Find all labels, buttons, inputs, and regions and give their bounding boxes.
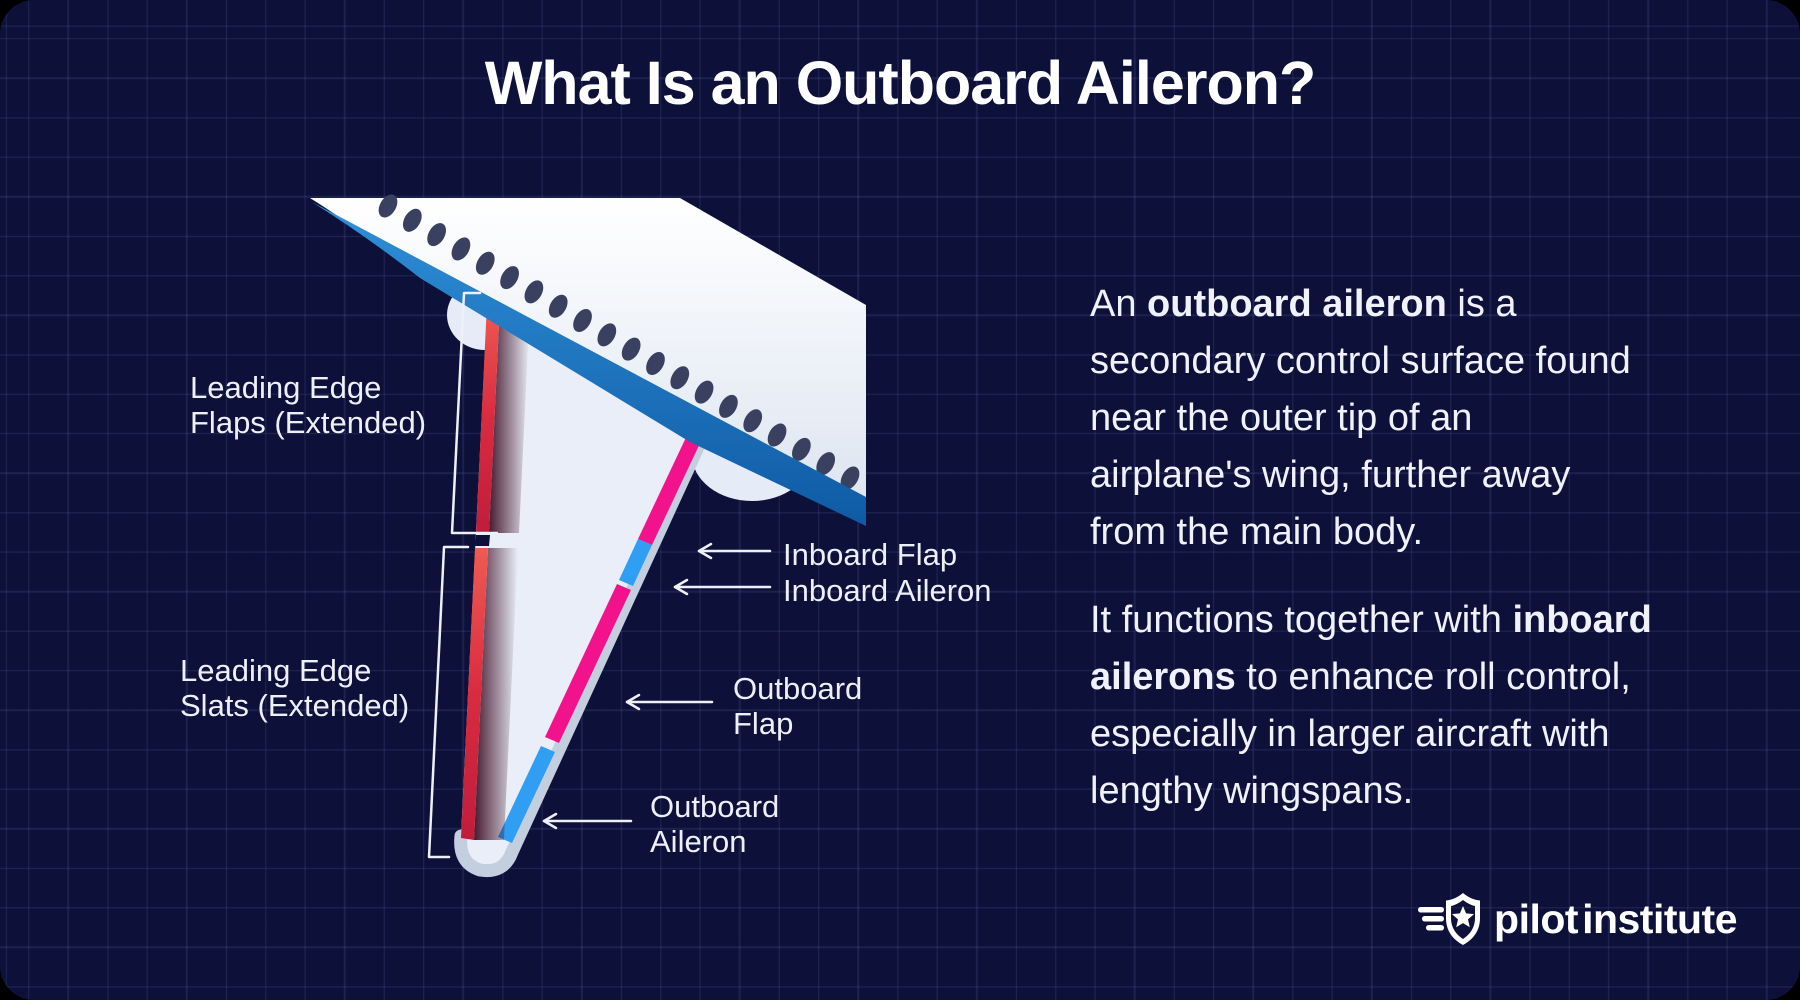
fuselage-windows xyxy=(378,194,860,490)
page-title: What Is an Outboard Aileron? xyxy=(484,49,1317,117)
brand-word-pilot: pilot xyxy=(1494,895,1579,942)
label-line: Outboard xyxy=(733,671,863,706)
cabin-window xyxy=(500,266,519,290)
cabin-window xyxy=(573,309,592,333)
cabin-window xyxy=(378,194,398,218)
outboard-aileron-surface xyxy=(498,746,555,843)
cabin-window xyxy=(743,409,763,433)
arrow-inboard-flap-head xyxy=(697,542,713,560)
label-inboard-aileron: Inboard Aileron xyxy=(783,573,992,608)
p2-pre: It functions together with xyxy=(1090,599,1513,641)
label-line: Flap xyxy=(733,706,794,741)
arrow-inboard-aileron-head xyxy=(673,578,689,596)
paragraph-definition: An outboard aileron is a secondary contr… xyxy=(1090,276,1638,561)
annotation-lines xyxy=(427,291,772,859)
bracket-leading-edge-flaps xyxy=(450,291,499,535)
cabin-window xyxy=(597,323,617,347)
wing-trailing-edge-face xyxy=(454,401,723,878)
brand-word-institute: institute xyxy=(1582,895,1737,942)
cabin-window xyxy=(670,366,690,390)
cabin-window xyxy=(646,351,665,375)
outboard-flap-surface xyxy=(545,584,631,743)
label-leading-edge-slats: Leading Edge Slats (Extended) xyxy=(180,653,409,723)
p1-pre: An xyxy=(1090,283,1148,325)
cabin-window xyxy=(524,280,544,304)
label-line: Leading Edge xyxy=(180,653,372,688)
cabin-window xyxy=(694,380,714,404)
leading-edge-gap-notch xyxy=(475,535,490,546)
cabin-window xyxy=(427,223,446,247)
cabin-window xyxy=(792,437,811,461)
cabin-window xyxy=(767,423,787,447)
inboard-aileron-surface xyxy=(619,539,652,586)
cabin-window xyxy=(548,294,568,318)
cabin-window xyxy=(840,466,860,490)
arrow-outboard-flap-head xyxy=(625,693,641,711)
label-line: Outboard xyxy=(650,789,780,824)
cabin-window xyxy=(402,208,422,232)
paragraph-function: It functions together with inboard ailer… xyxy=(1090,592,1698,820)
cabin-window xyxy=(451,237,471,261)
p2-bold-term: inboard ailerons xyxy=(1090,599,1652,698)
bracket-leading-edge-slats xyxy=(427,545,470,859)
label-outboard-flap: Outboard Flap xyxy=(733,671,862,741)
label-line: Aileron xyxy=(650,824,747,859)
label-line: Flaps (Extended) xyxy=(190,405,427,440)
label-line: Slats (Extended) xyxy=(180,688,410,723)
airplane-illustration xyxy=(310,194,866,878)
label-leading-edge-flaps: Leading Edge Flaps (Extended) xyxy=(190,370,426,440)
leading-edge-shadow-lower xyxy=(474,548,518,840)
cabin-window xyxy=(621,337,641,361)
cabin-window xyxy=(719,394,738,418)
label-outboard-aileron: Outboard Aileron xyxy=(650,789,779,859)
leading-edge-shadow-upper xyxy=(489,303,530,533)
p1-bold-term: outboard aileron xyxy=(1147,283,1447,325)
winged-shield-badge-icon xyxy=(1418,893,1481,945)
arrow-outboard-aileron-head xyxy=(542,812,558,830)
leading-edge-flaps-strip xyxy=(476,303,500,533)
label-line: Leading Edge xyxy=(190,370,382,405)
p2-post: to enhance roll control, especially in l… xyxy=(1090,656,1631,812)
cabin-window xyxy=(475,251,495,275)
leading-edge-slats-strip xyxy=(461,548,488,840)
p1-post: is a secondary control surface found nea… xyxy=(1090,283,1631,553)
fuselage-blue-stripe xyxy=(312,202,866,526)
label-inboard-flap: Inboard Flap xyxy=(783,537,958,572)
inboard-flap-surface xyxy=(638,412,712,545)
cabin-window xyxy=(816,452,836,476)
